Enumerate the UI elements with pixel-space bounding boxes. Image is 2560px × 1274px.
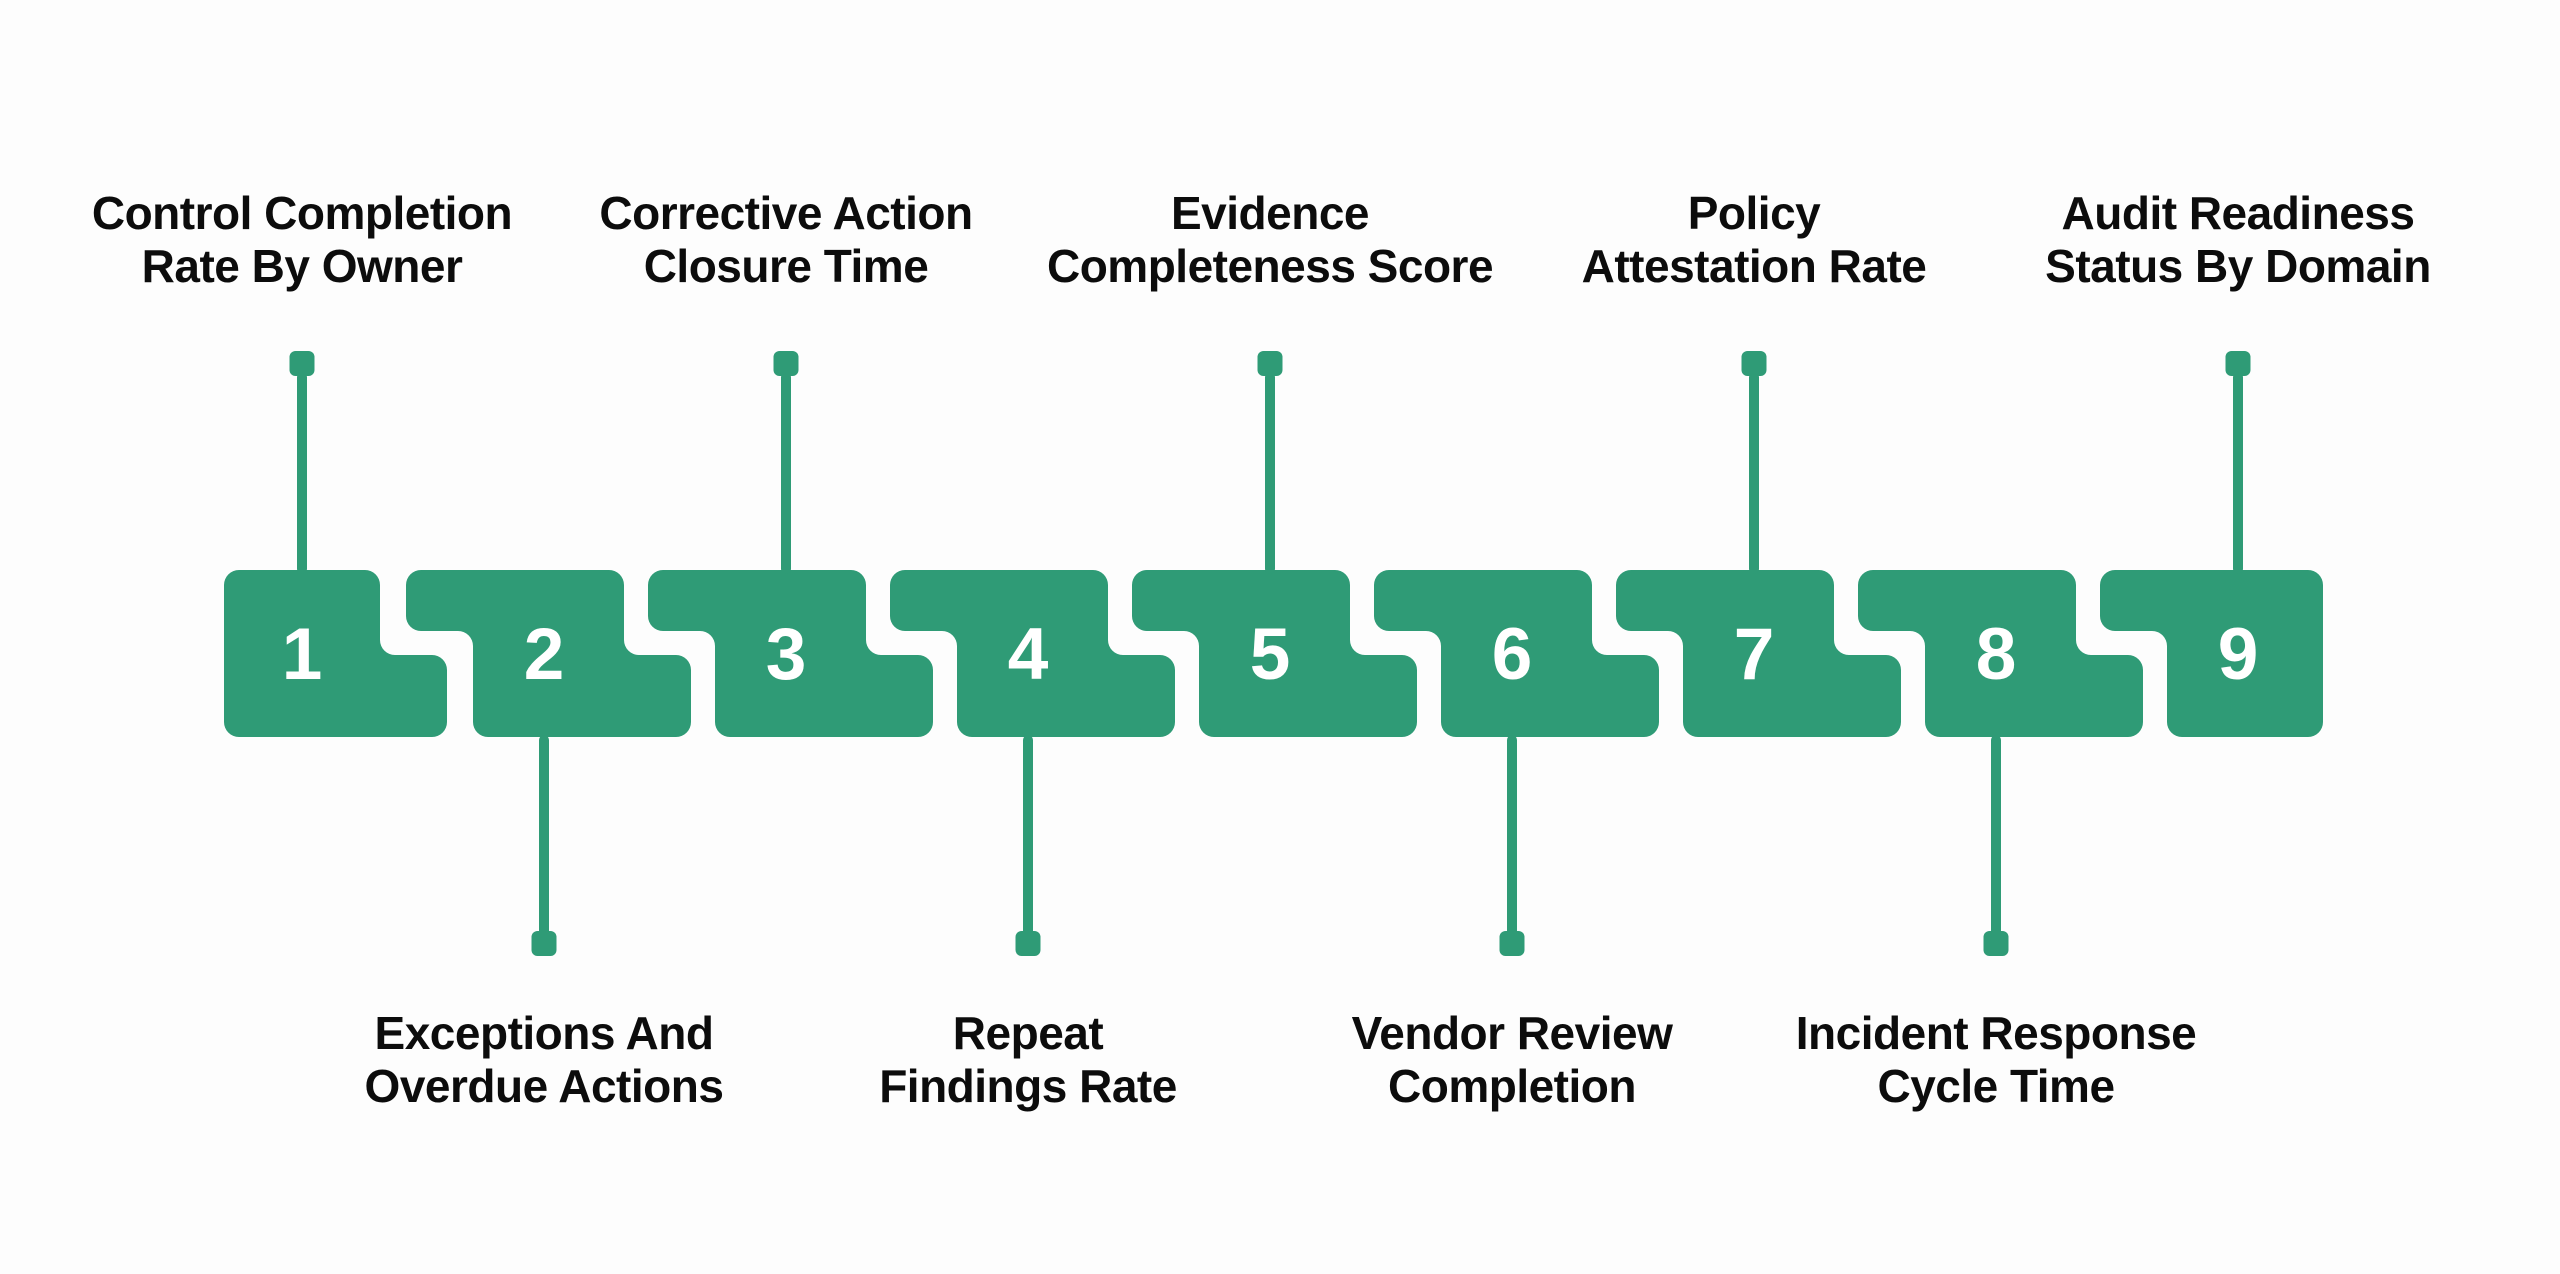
connector-stem-4 bbox=[1023, 735, 1033, 936]
connector-knob-8 bbox=[1983, 931, 2009, 956]
connector-stem-3 bbox=[781, 372, 791, 574]
step-number-3: 3 bbox=[765, 614, 807, 695]
connector-stem-1 bbox=[297, 372, 307, 574]
puzzle-piece-3 bbox=[648, 570, 933, 737]
step-label-4: Repeat Findings Rate bbox=[718, 1007, 1338, 1113]
step-label-1: Control Completion Rate By Owner bbox=[0, 187, 612, 293]
connector-stem-2 bbox=[539, 735, 549, 936]
step-label-7: Policy Attestation Rate bbox=[1444, 187, 2064, 293]
step-label-9-line2: Status By Domain bbox=[2045, 240, 2431, 292]
puzzle-piece-1 bbox=[224, 570, 447, 737]
step-label-6: Vendor Review Completion bbox=[1202, 1007, 1822, 1113]
connector-knob-7 bbox=[1741, 351, 1767, 376]
step-label-8: Incident Response Cycle Time bbox=[1686, 1007, 2306, 1113]
connector-stem-9 bbox=[2233, 372, 2243, 574]
step-label-1-line2: Rate By Owner bbox=[141, 240, 463, 292]
step-label-9: Audit Readiness Status By Domain bbox=[1928, 187, 2548, 293]
connector-knob-5 bbox=[1257, 351, 1283, 376]
puzzle-piece-2 bbox=[406, 570, 691, 737]
step-number-4: 4 bbox=[1007, 614, 1049, 695]
connector-stem-5 bbox=[1265, 372, 1275, 574]
step-label-2-line1: Exceptions And bbox=[374, 1007, 714, 1059]
connector-knob-2 bbox=[531, 931, 557, 956]
step-label-8-line2: Cycle Time bbox=[1877, 1060, 2115, 1112]
step-label-6-line1: Vendor Review bbox=[1351, 1007, 1673, 1059]
puzzle-piece-6 bbox=[1374, 570, 1659, 737]
step-number-1: 1 bbox=[281, 614, 323, 695]
step-label-4-line1: Repeat bbox=[952, 1007, 1104, 1059]
connector-stem-7 bbox=[1749, 372, 1759, 574]
puzzle-piece-4 bbox=[890, 570, 1175, 737]
step-number-6: 6 bbox=[1491, 614, 1533, 695]
connector-knob-3 bbox=[773, 351, 799, 376]
puzzle-piece-8 bbox=[1858, 570, 2143, 737]
step-label-4-line2: Findings Rate bbox=[879, 1060, 1177, 1112]
step-label-7-line2: Attestation Rate bbox=[1581, 240, 1927, 292]
step-label-5-line1: Evidence bbox=[1171, 187, 1370, 239]
connector-knob-6 bbox=[1499, 931, 1525, 956]
step-number-9: 9 bbox=[2217, 614, 2259, 695]
step-label-5-line2: Completeness Score bbox=[1046, 240, 1494, 292]
step-label-2-line2: Overdue Actions bbox=[364, 1060, 724, 1112]
step-label-3: Corrective Action Closure Time bbox=[476, 187, 1096, 293]
step-label-2: Exceptions And Overdue Actions bbox=[234, 1007, 854, 1113]
connector-stem-8 bbox=[1991, 735, 2001, 936]
step-label-3-line2: Closure Time bbox=[643, 240, 929, 292]
puzzle-piece-5 bbox=[1132, 570, 1417, 737]
connector-knob-1 bbox=[289, 351, 315, 376]
connector-knob-9 bbox=[2225, 351, 2251, 376]
step-label-6-line2: Completion bbox=[1388, 1060, 1636, 1112]
step-number-8: 8 bbox=[1975, 614, 2017, 695]
step-label-1-line1: Control Completion bbox=[91, 187, 513, 239]
step-label-5: Evidence Completeness Score bbox=[960, 187, 1580, 293]
puzzle-piece-7 bbox=[1616, 570, 1901, 737]
puzzle-piece-9 bbox=[2100, 570, 2323, 737]
step-number-5: 5 bbox=[1249, 614, 1291, 695]
step-label-7-line1: Policy bbox=[1687, 187, 1821, 239]
step-label-9-line1: Audit Readiness bbox=[2061, 187, 2415, 239]
step-label-3-line1: Corrective Action bbox=[599, 187, 973, 239]
step-label-8-line1: Incident Response bbox=[1795, 1007, 2197, 1059]
connector-knob-4 bbox=[1015, 931, 1041, 956]
step-number-2: 2 bbox=[523, 614, 565, 695]
step-number-7: 7 bbox=[1733, 614, 1775, 695]
connector-stem-6 bbox=[1507, 735, 1517, 936]
